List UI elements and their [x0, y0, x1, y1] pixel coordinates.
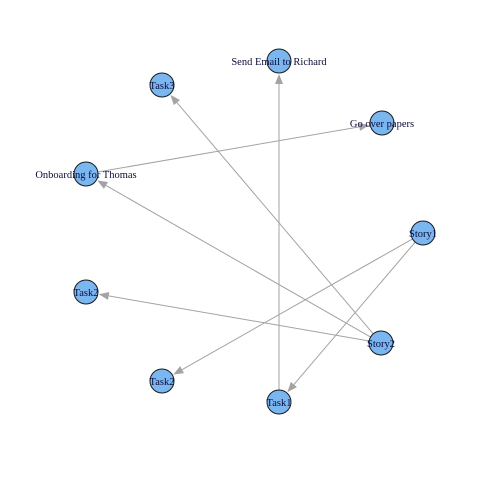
edge-story2-to-thomas: [97, 180, 371, 338]
node-circle[interactable]: [73, 279, 99, 305]
edge-line: [97, 126, 360, 173]
edge-line: [293, 241, 416, 385]
arrowhead-icon: [287, 381, 297, 393]
edge-line: [105, 184, 371, 338]
arrowhead-icon: [358, 122, 370, 131]
edge-line: [108, 295, 370, 342]
node-task2[interactable]: Task2: [149, 368, 175, 394]
node-circle[interactable]: [369, 110, 395, 136]
node-circle[interactable]: [266, 48, 292, 74]
node-circle[interactable]: [410, 220, 436, 246]
arrowhead-icon: [173, 366, 184, 375]
edge-story1-to-task1: [287, 241, 416, 393]
node-thomas[interactable]: Onboarding for Thomas: [35, 161, 137, 187]
arrowhead-icon: [170, 94, 180, 106]
node-circle[interactable]: [266, 389, 292, 415]
node-papers[interactable]: Go over papers: [350, 110, 414, 136]
node-label: Go over papers: [350, 119, 414, 130]
node-circle[interactable]: [149, 72, 175, 98]
edge-thomas-to-papers: [97, 122, 370, 173]
edge-story2-to-task3: [170, 94, 374, 335]
edge-story1-to-task2: [173, 238, 413, 375]
edge-task1-to-richard: [275, 74, 283, 390]
edge-story2-to-task2b: [98, 291, 370, 342]
arrowhead-icon: [98, 291, 110, 300]
node-label: Task1: [267, 398, 292, 409]
node-task2b[interactable]: Task2: [73, 279, 99, 305]
node-circle[interactable]: [73, 161, 99, 187]
arrowhead-icon: [97, 180, 108, 189]
node-label: Story1: [409, 229, 437, 240]
node-label: Onboarding for Thomas: [35, 170, 136, 181]
node-label: Send Email to Richard: [231, 57, 327, 68]
node-story1[interactable]: Story1: [409, 220, 437, 246]
arrowhead-icon: [275, 74, 283, 84]
edge-line: [181, 238, 413, 371]
edge-line: [176, 102, 374, 335]
node-task3[interactable]: Task3: [149, 72, 175, 98]
node-richard[interactable]: Send Email to Richard: [231, 48, 327, 74]
node-label: Task2: [150, 377, 175, 388]
edges-layer: [97, 74, 416, 393]
node-label: Story2: [367, 339, 395, 350]
node-story2[interactable]: Story2: [367, 330, 395, 356]
node-circle[interactable]: [368, 330, 394, 356]
node-label: Task3: [150, 81, 175, 92]
node-task1[interactable]: Task1: [266, 389, 292, 415]
node-label: Task2: [74, 288, 99, 299]
node-circle[interactable]: [149, 368, 175, 394]
